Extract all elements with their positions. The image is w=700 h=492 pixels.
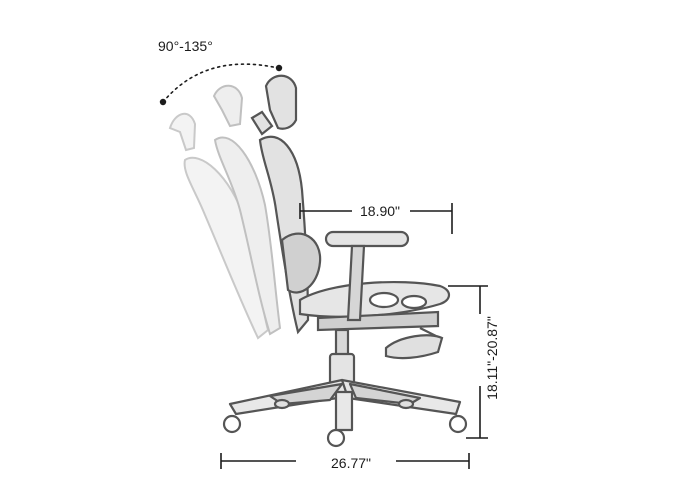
backrest xyxy=(250,74,322,335)
caster-right xyxy=(448,414,468,434)
seat-height-label: 18.11"-20.87" xyxy=(484,316,500,400)
armrest xyxy=(324,230,410,322)
seat-depth-label: 18.90" xyxy=(360,203,401,219)
caster-front xyxy=(326,428,346,448)
recline-arc xyxy=(159,63,283,106)
reclined-backrest-ghost-mid xyxy=(212,84,282,336)
base-width-dimension xyxy=(220,453,470,469)
lumbar-support xyxy=(280,232,322,294)
caster-back-left xyxy=(273,398,291,410)
recline-range-label: 90°-135° xyxy=(158,38,213,54)
seat xyxy=(298,280,451,332)
footrest xyxy=(384,327,444,360)
headrest xyxy=(264,74,298,130)
casters xyxy=(222,398,468,448)
seat-height-dimension xyxy=(448,285,488,439)
caster-back-right xyxy=(397,398,415,410)
caster-left xyxy=(222,414,242,434)
base-width-label: 26.77" xyxy=(331,455,372,471)
seat-depth-dimension xyxy=(299,203,453,234)
reclined-backrest-ghost-far xyxy=(168,113,270,340)
base xyxy=(228,378,462,432)
